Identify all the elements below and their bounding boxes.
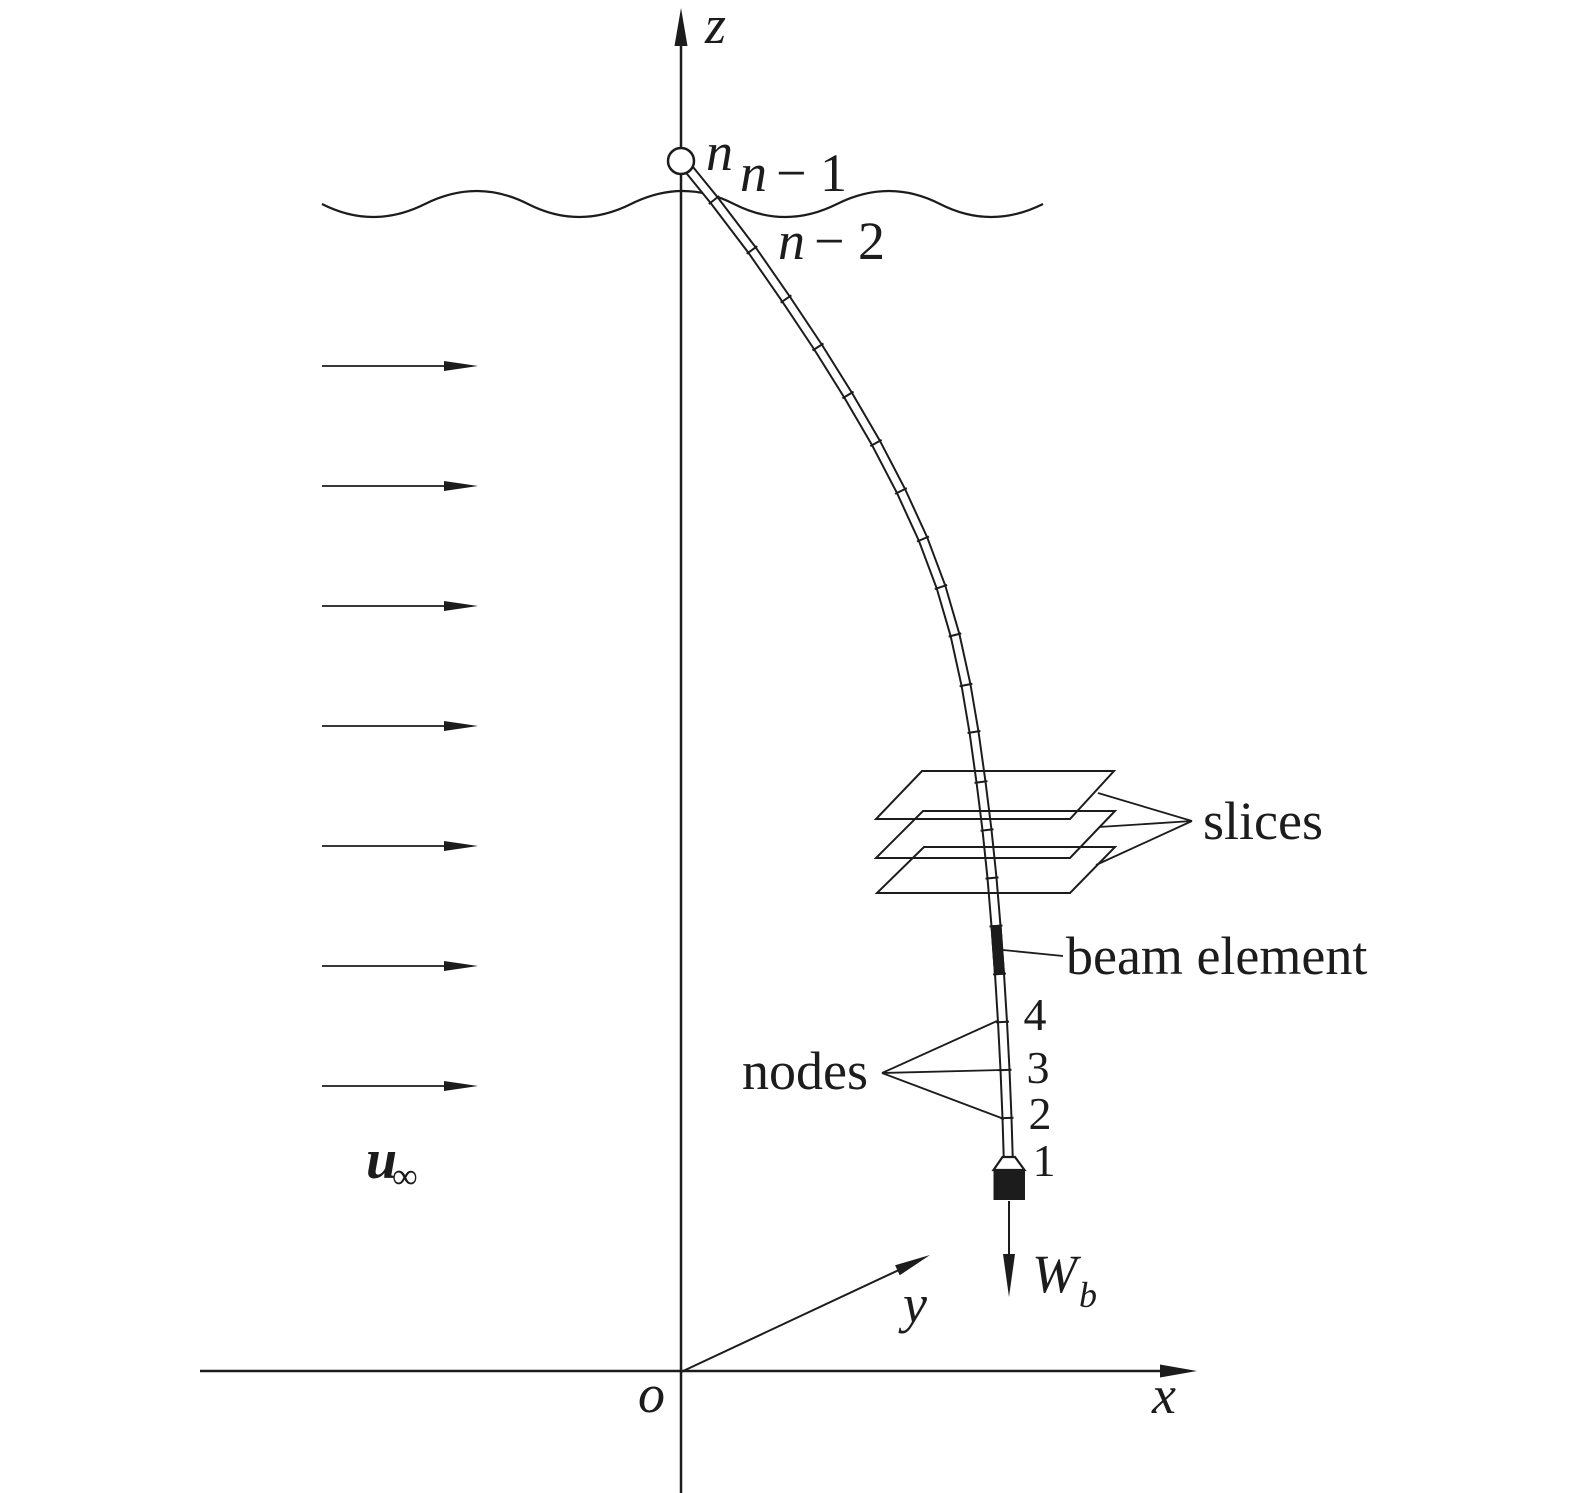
flow-arrowhead-icon <box>444 601 478 611</box>
beam-node-tick <box>974 780 988 784</box>
beam-node-tick <box>780 294 792 304</box>
weight-block <box>993 1170 1025 1200</box>
slices-pointer-line <box>1098 820 1193 828</box>
flow-arrowhead-icon <box>444 481 478 491</box>
beam-element-pointer-line <box>1002 949 1064 957</box>
beam-node-tick <box>869 438 883 448</box>
beam-node-tick <box>894 487 908 495</box>
node-4-label: 4 <box>1024 989 1047 1040</box>
weight-subscript: b <box>1079 1275 1097 1315</box>
slices-pointer-line <box>1095 820 1193 866</box>
flow-arrowhead-icon <box>444 961 478 971</box>
beam-node-tick <box>985 876 999 880</box>
y-axis-label: y <box>898 1274 927 1334</box>
beam-node-tick <box>746 245 758 255</box>
weight-symbol: W <box>1032 1244 1082 1304</box>
beam-node-tick <box>708 195 720 205</box>
nodes-pointer-line <box>881 1069 1003 1074</box>
y-axis <box>680 1255 930 1373</box>
x-axis-label: x <box>1151 1365 1176 1425</box>
beam-node-tick <box>959 682 973 688</box>
flow-arrows <box>322 361 478 1091</box>
free-surface-wave <box>321 190 1044 218</box>
flow-velocity-symbol: u <box>366 1129 397 1191</box>
top-node-circle <box>666 146 696 176</box>
flow-arrowhead-icon <box>444 721 478 731</box>
slices-label: slices <box>1203 791 1323 851</box>
flow-arrowhead-icon <box>444 361 478 371</box>
node-n1-rest: − 1 <box>776 143 847 203</box>
bottom-weight <box>991 1155 1027 1297</box>
x-axis-arrowhead-icon <box>1160 1364 1197 1378</box>
beam-node-tick <box>841 390 855 400</box>
slices-group <box>873 770 1193 894</box>
node-n-label: n <box>706 122 733 182</box>
z-axis-label: z <box>704 0 726 55</box>
beam-node-tick <box>995 1020 1010 1024</box>
beam-element-highlight <box>990 924 1005 976</box>
beam-core <box>685 165 1012 1167</box>
y-axis-arrowhead-icon <box>895 1255 930 1276</box>
beam-element-label: beam element <box>1066 926 1367 986</box>
beam-node-tick <box>811 342 825 352</box>
node-n2-var: n <box>778 211 805 271</box>
z-axis-arrowhead-icon <box>674 8 688 46</box>
beam-node-tick <box>967 730 981 734</box>
flow-arrowhead-icon <box>444 1081 478 1091</box>
nodes-pointer-line <box>881 1072 1005 1120</box>
nodes-pointer-lines <box>881 1020 1005 1120</box>
beam-node-tick <box>934 583 948 591</box>
weight-arrowhead-icon <box>1003 1254 1015 1297</box>
beam-node-tick <box>948 632 962 638</box>
z-axis <box>674 8 688 1493</box>
origin-label: o <box>638 1364 665 1424</box>
node-n2-rest: − 2 <box>814 211 885 271</box>
y-axis-line <box>680 1268 902 1373</box>
weight-collar <box>991 1155 1027 1172</box>
nodes-label: nodes <box>742 1041 868 1101</box>
node-1-label: 1 <box>1033 1135 1056 1186</box>
beam-node-tick <box>916 535 930 543</box>
node-3-label: 3 <box>1027 1042 1050 1093</box>
flow-velocity-subscript: ∞ <box>392 1156 418 1196</box>
slices-pointer-line <box>1097 792 1193 822</box>
x-axis <box>200 1364 1197 1378</box>
flow-arrowhead-icon <box>444 841 478 851</box>
slice-plane-2 <box>873 810 1118 859</box>
beam-node-tick <box>980 828 994 832</box>
node-n1-var: n <box>740 143 767 203</box>
node-2-label: 2 <box>1029 1088 1052 1139</box>
slice-plane-1 <box>873 770 1117 820</box>
slice-plane-3 <box>874 846 1118 894</box>
nodes-pointer-line <box>881 1020 998 1074</box>
beam <box>683 164 1014 1167</box>
beam-ticks <box>708 195 1014 1120</box>
